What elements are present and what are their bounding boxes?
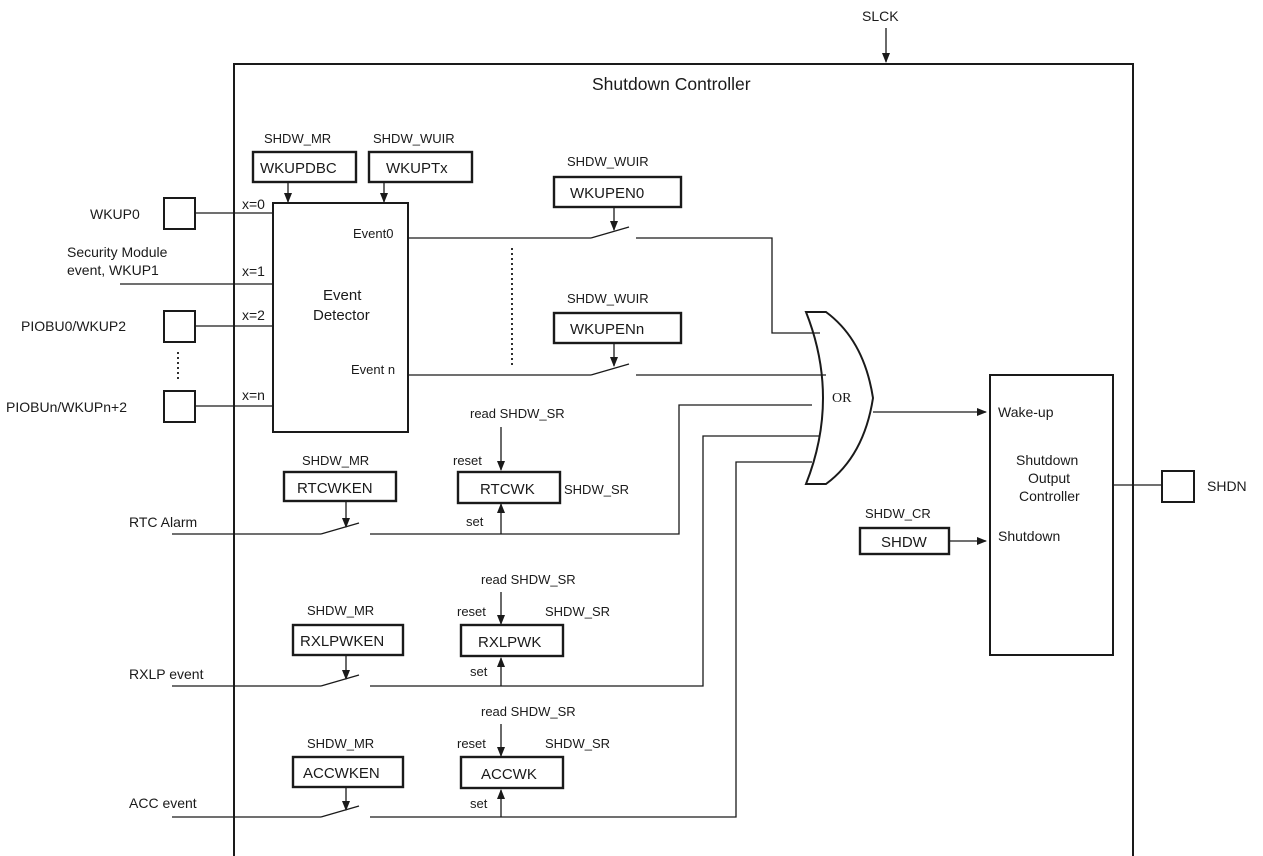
wkuptx-register-label: SHDW_WUIR xyxy=(373,131,455,146)
controller-name-line1: Shutdown xyxy=(1016,452,1078,468)
rtcwk-register-label: SHDW_SR xyxy=(564,482,629,497)
event0-or-wire xyxy=(636,237,820,334)
shdw-register-label: SHDW_CR xyxy=(865,506,931,521)
event0-switch xyxy=(590,226,630,239)
acc-switch xyxy=(320,805,360,818)
wkupdbc-field: WKUPDBC xyxy=(260,160,337,177)
slck-label: SLCK xyxy=(862,8,899,24)
wkupen0-register-label: SHDW_WUIR xyxy=(567,154,649,169)
index-x0: x=0 xyxy=(242,196,265,212)
rxlpwken-register-label: SHDW_MR xyxy=(307,603,374,618)
rtc-or-wire xyxy=(370,404,812,535)
index-xn: x=n xyxy=(242,387,265,403)
wkuptx-field: WKUPTx xyxy=(386,160,448,177)
controller-boundary xyxy=(233,63,1134,856)
rxlp-or-wire xyxy=(370,435,820,687)
wkupenn-field: WKUPENn xyxy=(570,321,644,338)
wkupen0-box xyxy=(552,175,683,209)
rxlpwk-register-label: SHDW_SR xyxy=(545,604,610,619)
wkupdbc-register-label: SHDW_MR xyxy=(264,131,331,146)
event-detector-line1: Event xyxy=(323,287,362,304)
wkuptx-box xyxy=(367,150,474,184)
rxlpwk-field: RXLPWK xyxy=(478,634,541,651)
eventn-switch xyxy=(590,363,630,376)
shdn-pin xyxy=(1161,470,1195,503)
wkupenn-register-label: SHDW_WUIR xyxy=(567,291,649,306)
acc-event-label: ACC event xyxy=(129,795,197,811)
rtc-switch xyxy=(320,522,360,535)
wakeup-input-label: Wake-up xyxy=(998,404,1054,420)
rxlp-event-label: RXLP event xyxy=(129,666,204,682)
or-gate xyxy=(804,311,875,485)
shdw-field: SHDW xyxy=(881,534,928,551)
rtcwk-set-label: set xyxy=(466,514,484,529)
wkup0-pin xyxy=(163,197,196,230)
or-gate-label: OR xyxy=(832,391,852,406)
controller-name-line2: Output xyxy=(1028,470,1070,486)
event0-label: Event0 xyxy=(353,226,393,241)
wkupdbc-box xyxy=(251,150,358,184)
accwken-box xyxy=(291,755,405,789)
rtcwk-field: RTCWK xyxy=(480,481,535,498)
piobun-pin xyxy=(163,390,196,423)
accwk-box xyxy=(459,755,565,790)
rxlpwk-reset-label: reset xyxy=(457,604,486,619)
rxlp-switch xyxy=(320,674,360,687)
rtcwken-field: RTCWKEN xyxy=(297,480,373,497)
security-label-line1: Security Module xyxy=(67,244,168,260)
accwk-read-label: read SHDW_SR xyxy=(481,704,576,719)
accwk-reset-label: reset xyxy=(457,736,486,751)
eventn-label: Event n xyxy=(351,362,395,377)
index-x1: x=1 xyxy=(242,263,265,279)
security-label-line2: event, WKUP1 xyxy=(67,262,159,278)
acc-or-wire xyxy=(370,461,812,818)
shdw-box xyxy=(858,526,951,556)
rxlpwk-box xyxy=(459,623,565,658)
rtcwken-register-label: SHDW_MR xyxy=(302,453,369,468)
wkup0-label: WKUP0 xyxy=(90,206,140,222)
rtcwk-read-label: read SHDW_SR xyxy=(470,406,565,421)
accwken-field: ACCWKEN xyxy=(303,765,380,782)
shutdown-output-controller-box xyxy=(989,374,1114,656)
event-detector-line2: Detector xyxy=(313,307,370,324)
controller-title: Shutdown Controller xyxy=(592,74,751,94)
accwken-register-label: SHDW_MR xyxy=(307,736,374,751)
piobu0-pin xyxy=(163,310,196,343)
shdn-label: SHDN xyxy=(1207,478,1247,494)
wkupenn-box xyxy=(552,311,683,345)
wkupen0-field: WKUPEN0 xyxy=(570,185,644,202)
piobun-label: PIOBUn/WKUPn+2 xyxy=(6,399,127,415)
accwk-field: ACCWK xyxy=(481,766,537,783)
rxlpwk-read-label: read SHDW_SR xyxy=(481,572,576,587)
accwk-set-label: set xyxy=(470,796,488,811)
rtcwk-reset-label: reset xyxy=(453,453,482,468)
rtcwken-box xyxy=(282,470,398,503)
rxlpwk-set-label: set xyxy=(470,664,488,679)
event-detector-box xyxy=(272,202,409,433)
piobu0-label: PIOBU0/WKUP2 xyxy=(21,318,126,334)
rtc-alarm-label: RTC Alarm xyxy=(129,514,197,530)
index-x2: x=2 xyxy=(242,307,265,323)
shutdown-input-label: Shutdown xyxy=(998,528,1060,544)
controller-name-line3: Controller xyxy=(1019,488,1080,504)
rxlpwken-field: RXLPWKEN xyxy=(300,633,384,650)
accwk-register-label: SHDW_SR xyxy=(545,736,610,751)
rxlpwken-box xyxy=(291,623,405,657)
rtcwk-box xyxy=(456,470,562,505)
